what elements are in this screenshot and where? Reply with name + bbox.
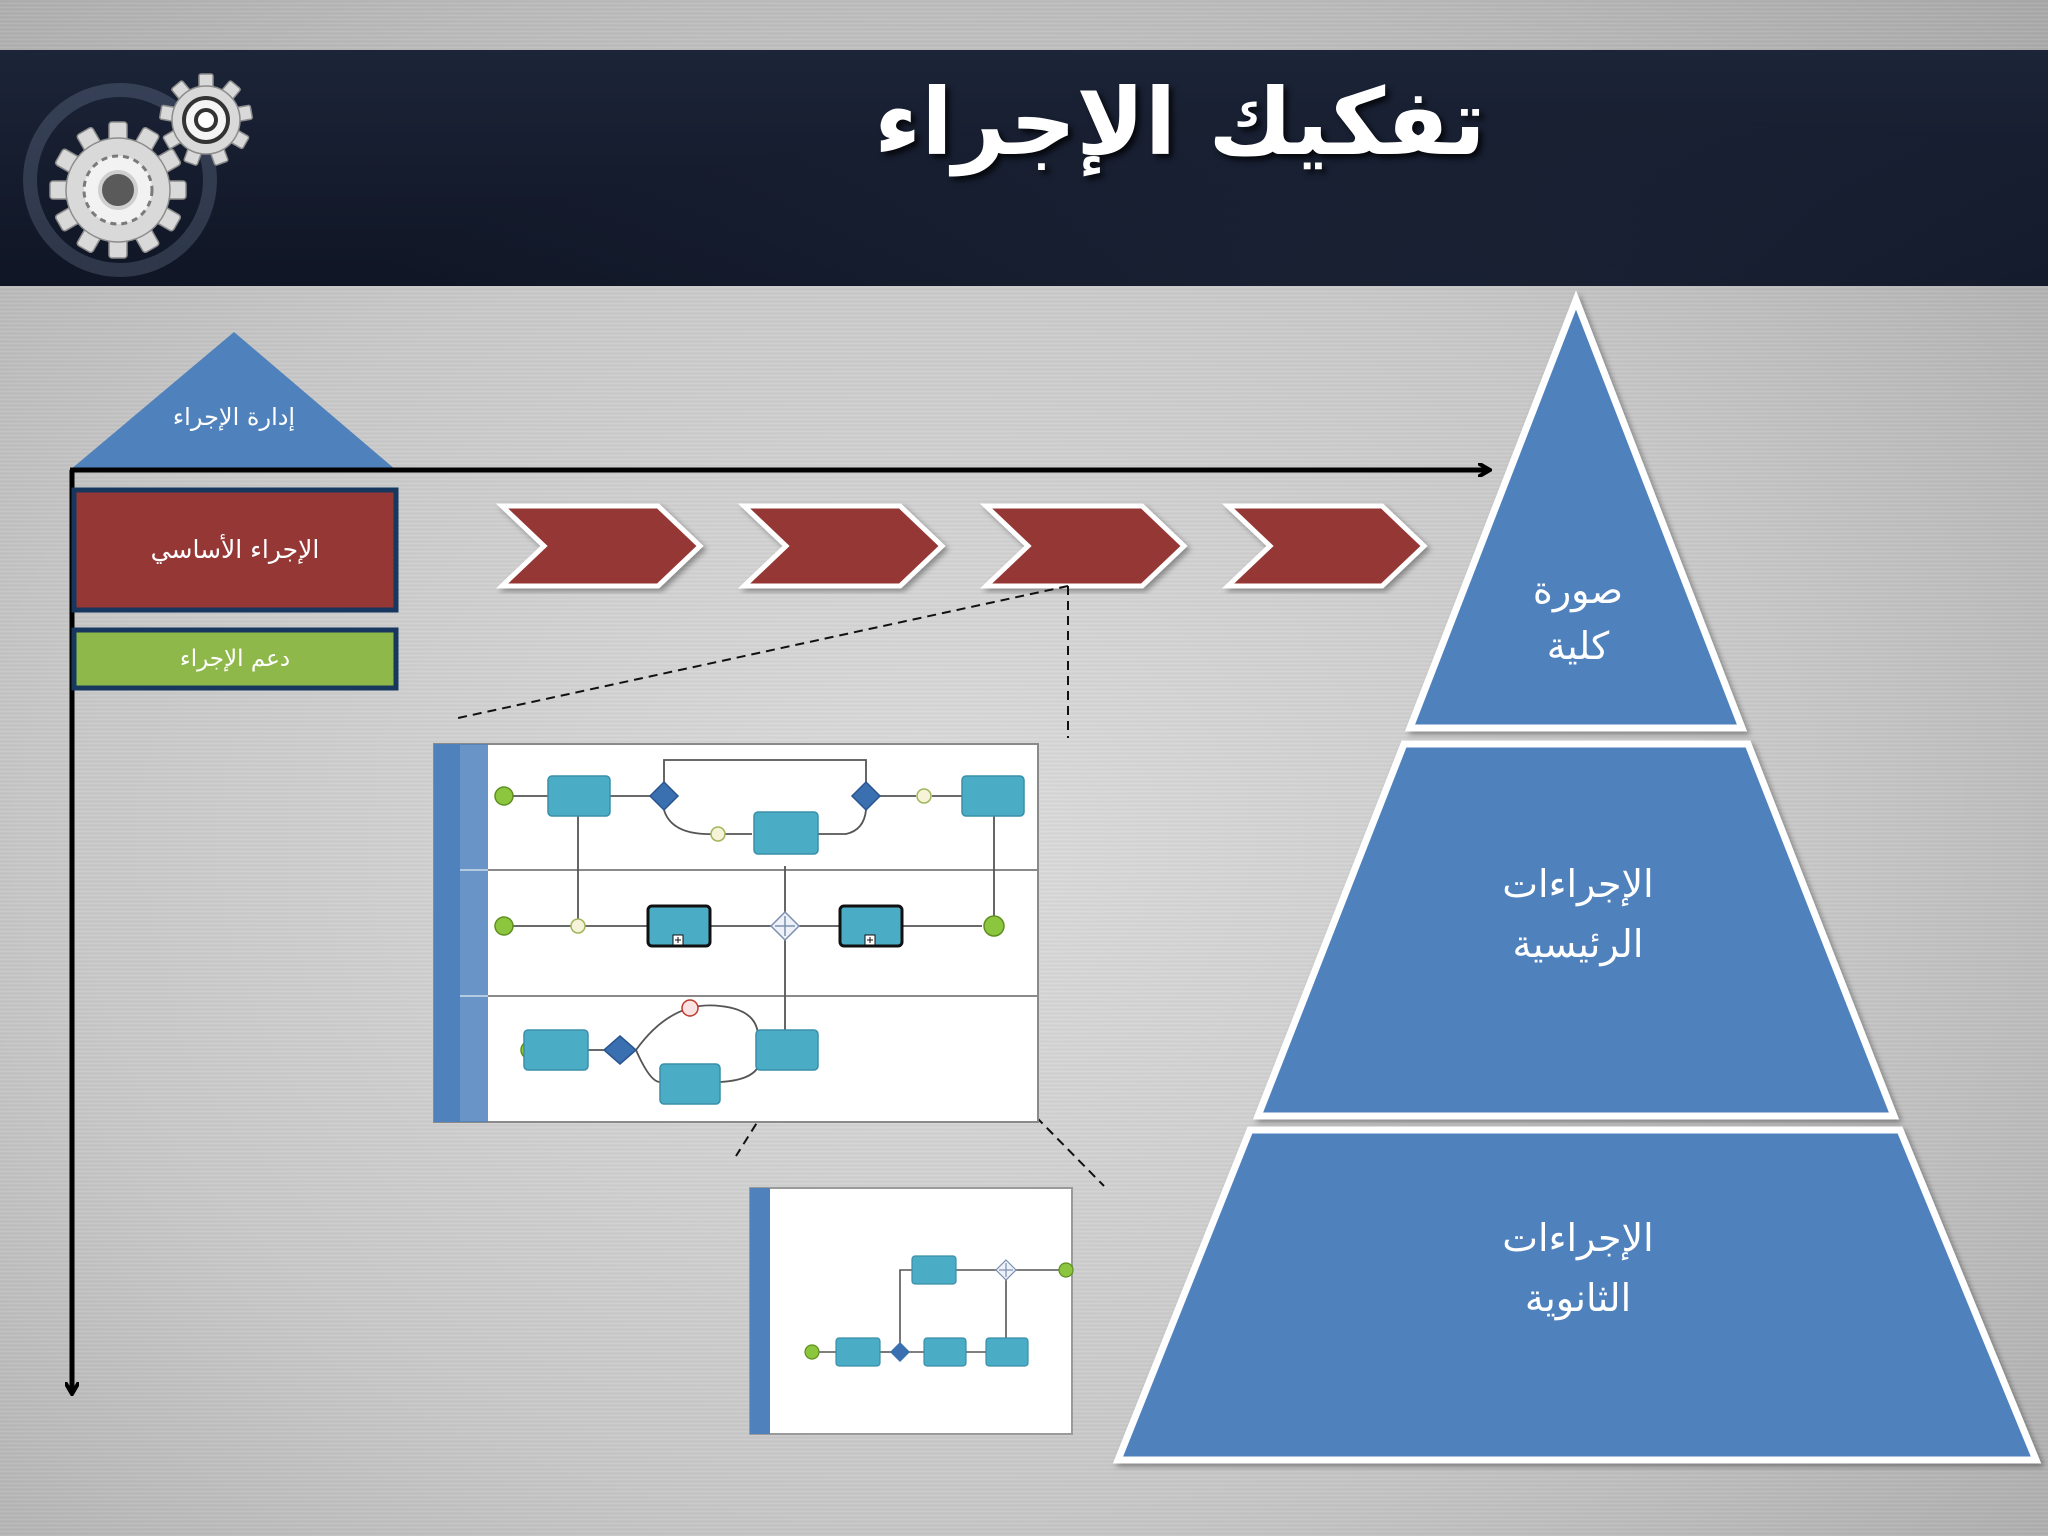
error-event xyxy=(681,999,699,1017)
gear-icon xyxy=(49,121,187,259)
banner-shine xyxy=(0,50,2048,286)
intermediate-event xyxy=(916,788,932,804)
pyramid-middle-label-line1: الإجراءات xyxy=(1502,862,1654,906)
pool-header xyxy=(434,744,460,1122)
task xyxy=(923,1337,967,1367)
subprocess-task xyxy=(646,904,712,948)
pyramid-bottom-label-line2: الثانوية xyxy=(1524,1276,1632,1320)
task xyxy=(659,1063,721,1105)
pyramid-middle-tier xyxy=(1252,740,1900,1120)
task xyxy=(753,811,819,855)
task xyxy=(985,1337,1029,1367)
pyramid-bottom-label-line1: الإجراءات xyxy=(1502,1216,1654,1260)
bpmn-subprocess-diagram xyxy=(433,743,1039,1123)
end-event xyxy=(983,915,1005,937)
gear-icon-small xyxy=(159,73,253,166)
start-event xyxy=(494,916,514,936)
task xyxy=(835,1337,881,1367)
subprocess-task xyxy=(838,904,904,948)
slide-title: تفكيك الإجراء xyxy=(874,69,1486,176)
task xyxy=(547,775,611,817)
gears-decoration xyxy=(23,73,253,277)
pool-header xyxy=(750,1188,770,1434)
gateway xyxy=(850,780,882,812)
task xyxy=(755,1029,819,1071)
gateway xyxy=(602,1035,638,1065)
pyramid-top-tier xyxy=(1404,290,1748,732)
start-event xyxy=(804,1344,820,1360)
chevron-3 xyxy=(979,503,1188,589)
gear-icon-background xyxy=(23,83,217,277)
pyramid-top-label: صورة كلية xyxy=(1532,568,1624,668)
pyramid-bottom-tier xyxy=(1112,1126,2042,1464)
support-process-box xyxy=(71,627,399,691)
value-chain-chevrons xyxy=(495,503,1428,589)
gateway xyxy=(648,780,680,812)
task xyxy=(523,1029,589,1071)
task xyxy=(911,1255,957,1285)
management-process-label: إدارة الإجراء xyxy=(172,403,296,431)
task xyxy=(961,775,1025,817)
chevron-2 xyxy=(737,503,946,589)
pyramid xyxy=(1112,290,2042,1464)
intermediate-event xyxy=(710,826,726,842)
intermediate-event xyxy=(570,918,586,934)
chevron-4 xyxy=(1221,503,1428,589)
start-event xyxy=(494,786,514,806)
bpmn-detail-diagram xyxy=(749,1187,1074,1435)
gateway xyxy=(890,1342,910,1362)
support-process-label: دعم الإجراء xyxy=(179,646,291,672)
management-roof xyxy=(70,332,396,470)
end-event xyxy=(1058,1262,1074,1278)
core-process-box xyxy=(71,487,399,613)
title-banner xyxy=(0,50,2048,286)
core-process-label: الإجراء الأساسي xyxy=(150,535,320,564)
pyramid-middle-label-line2: الرئيسية xyxy=(1512,922,1644,966)
lane-header xyxy=(460,744,488,1122)
chevron-1 xyxy=(495,503,704,589)
